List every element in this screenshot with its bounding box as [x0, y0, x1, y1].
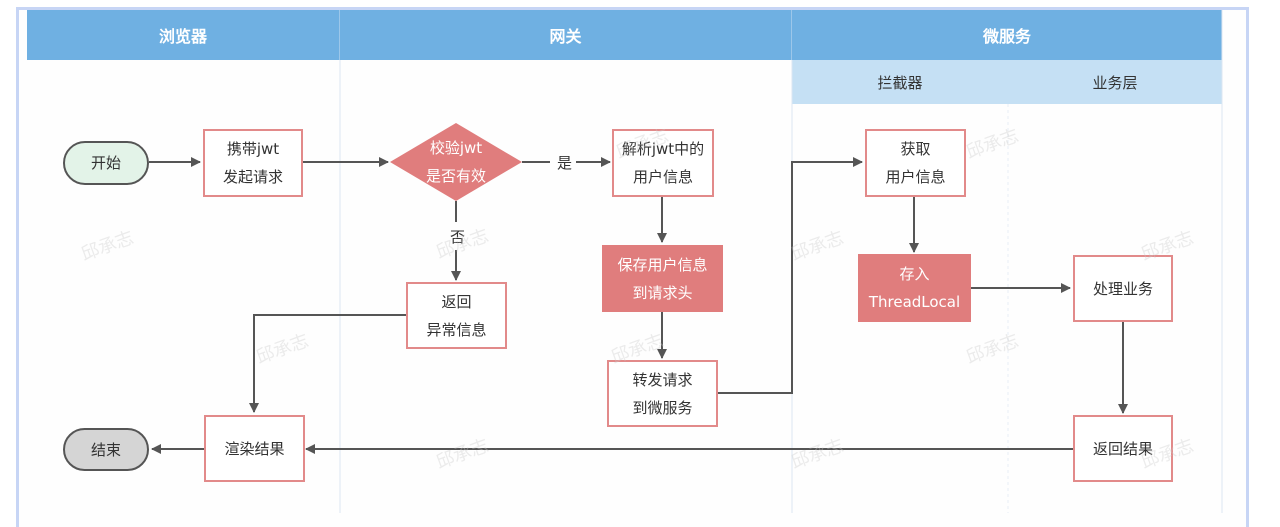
node-forward-request[interactable]: 转发请求 到微服务	[607, 360, 718, 427]
node-get-user[interactable]: 获取 用户信息	[865, 129, 966, 197]
flow-edges	[149, 10, 1223, 513]
sublane-title-interceptor: 拦截器	[877, 73, 923, 92]
lane-title-microservice: 微服务	[982, 27, 1031, 46]
node-save-header[interactable]: 保存用户信息 到请求头	[602, 245, 723, 312]
node-start[interactable]: 开始	[63, 141, 149, 185]
lane-header-gateway: 网关	[340, 10, 792, 60]
node-parse-user[interactable]: 解析jwt中的 用户信息	[612, 129, 714, 197]
node-validate-jwt[interactable]: 校验jwt 是否有效	[425, 139, 486, 185]
lane-title-browser: 浏览器	[158, 27, 207, 46]
edge-label-yes: 是	[555, 152, 575, 173]
sublane-header-interceptor: 拦截器	[792, 60, 1008, 104]
edge-forward-to-get-user	[718, 157, 863, 394]
node-send-request[interactable]: 携带jwt 发起请求	[203, 129, 303, 197]
lane-header-microservice: 微服务	[792, 10, 1222, 60]
decision-diamond[interactable]	[390, 123, 522, 201]
node-return-error[interactable]: 返回 异常信息	[406, 282, 507, 349]
edge-label-no: 否	[448, 226, 468, 247]
lane-header-browser: 浏览器	[27, 10, 340, 60]
node-process-business[interactable]: 处理业务	[1073, 255, 1173, 322]
node-return-result[interactable]: 返回结果	[1073, 415, 1173, 482]
node-store-threadlocal[interactable]: 存入 ThreadLocal	[858, 254, 971, 322]
node-end[interactable]: 结束	[63, 428, 149, 471]
node-render-result[interactable]: 渲染结果	[204, 415, 305, 482]
lane-title-gateway: 网关	[549, 27, 582, 46]
edge-error-to-render	[249, 314, 406, 413]
sublane-title-business: 业务层	[1092, 73, 1138, 92]
sublane-header-business: 业务层	[1008, 60, 1222, 104]
